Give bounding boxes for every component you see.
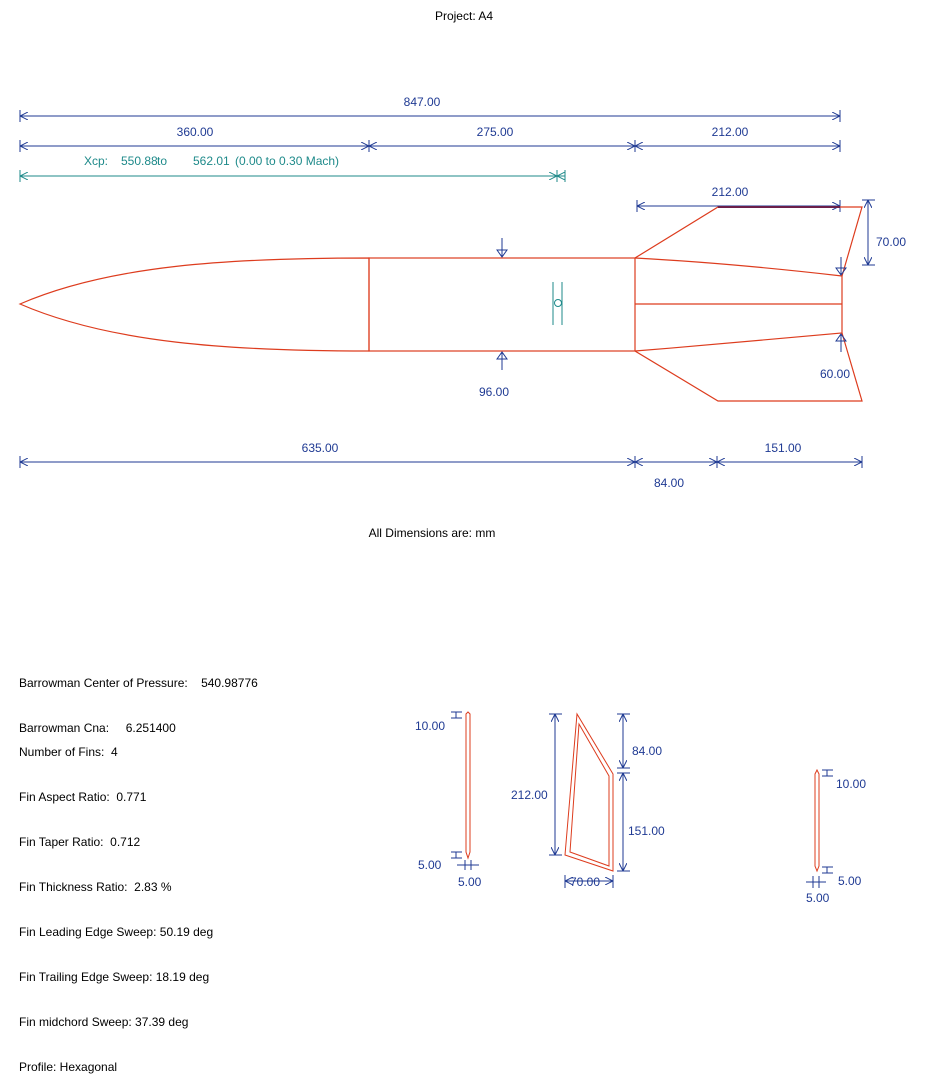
fin-height-top-label: 70.00 xyxy=(876,235,906,249)
tip-thickness-label: 5.00 xyxy=(418,858,442,872)
bottom-fin xyxy=(634,332,863,402)
xcp-to: to xyxy=(157,154,167,168)
section-lengths-dimension xyxy=(19,140,841,152)
barrowman-cp-row: Barrowman Center of Pressure: 540.98776 xyxy=(19,676,258,691)
units-note: All Dimensions are: mm xyxy=(369,526,496,540)
fin-edge-view-left xyxy=(451,711,479,870)
overall-length-label: 847.00 xyxy=(404,95,441,109)
fin-sweep-length-label: 84.00 xyxy=(654,476,684,490)
cp-marker xyxy=(552,282,563,325)
span-label: 212.00 xyxy=(511,788,548,802)
fin-info-line: Fin Aspect Ratio: 0.771 xyxy=(19,790,147,804)
overall-length-dimension xyxy=(19,110,841,122)
xcp-text: Xcp: 550.88 to 562.01 (0.00 to 0.30 Mach… xyxy=(84,154,339,168)
sweep-label: 84.00 xyxy=(632,744,662,758)
barrowman-cna-label: Barrowman Cna: xyxy=(19,721,110,735)
right-tip-label: 5.00 xyxy=(838,874,862,888)
fin-info: Number of Fins: 4 Fin Aspect Ratio: 0.77… xyxy=(19,715,213,1090)
body-tube xyxy=(368,257,636,352)
barrowman-cna-value: 6.251400 xyxy=(125,721,176,735)
barrowman-cp-value: 540.98776 xyxy=(201,676,258,690)
rocket-outline xyxy=(18,206,863,402)
project-name: A4 xyxy=(478,9,494,23)
project-title: Project: A4 xyxy=(0,9,928,23)
xcp-dimension xyxy=(19,170,566,182)
right-tip-width-label: 5.00 xyxy=(806,891,830,905)
barrowman-cna-row: Barrowman Cna: 6.251400 xyxy=(19,721,258,736)
fin-info-line: Fin Thickness Ratio: 2.83 % xyxy=(19,880,172,894)
fin-info-line: Profile: Hexagonal xyxy=(19,1060,118,1074)
body-diameter-label: 96.00 xyxy=(479,385,509,399)
root-thickness-label: 10.00 xyxy=(415,719,445,733)
tip-chord-label: 151.00 xyxy=(628,824,665,838)
xcp-label: Xcp: xyxy=(84,154,108,168)
nose-length-label: 360.00 xyxy=(177,125,214,139)
top-fin xyxy=(634,206,863,277)
barrowman-cp-label: Barrowman Center of Pressure: xyxy=(19,676,188,690)
fin-position-dimension xyxy=(19,456,863,468)
chord-bottom-label: 70.00 xyxy=(570,875,600,889)
fin-position-label: 635.00 xyxy=(302,441,339,455)
body-diameter-dimension xyxy=(496,238,508,370)
fin-height-bottom-label: 60.00 xyxy=(820,367,850,381)
tail-length-label: 212.00 xyxy=(712,125,749,139)
fin-root-label: 212.00 xyxy=(712,185,749,199)
rocket-drawing: 847.00 360.00 275.00 212.00 Xcp: 550.88 … xyxy=(18,95,906,905)
fin-info-line: Fin Leading Edge Sweep: 50.19 deg xyxy=(19,925,214,939)
fin-info-line: Fin midchord Sweep: 37.39 deg xyxy=(19,1015,189,1029)
fin-info-line: Fin Trailing Edge Sweep: 18.19 deg xyxy=(19,970,210,984)
fin-planform-view xyxy=(549,712,630,888)
tip-width-label: 5.00 xyxy=(458,875,482,889)
xcp-max: 562.01 xyxy=(193,154,230,168)
right-thickness-label: 10.00 xyxy=(836,777,866,791)
project-label: Project: xyxy=(434,9,476,23)
nose-cone xyxy=(18,257,370,352)
fin-height-dimension xyxy=(835,199,875,352)
fin-tip-length-label: 151.00 xyxy=(765,441,802,455)
xcp-min: 550.88 xyxy=(121,154,158,168)
fin-edge-view-right xyxy=(806,768,833,888)
fin-info-line: Fin Taper Ratio: 0.712 xyxy=(19,835,141,849)
xcp-mach-range: (0.00 to 0.30 Mach) xyxy=(235,154,339,168)
barrowman-info: Barrowman Center of Pressure: 540.98776 … xyxy=(19,646,258,751)
body-length-label: 275.00 xyxy=(477,125,514,139)
fin-info-line: Number of Fins: 4 xyxy=(19,745,118,759)
